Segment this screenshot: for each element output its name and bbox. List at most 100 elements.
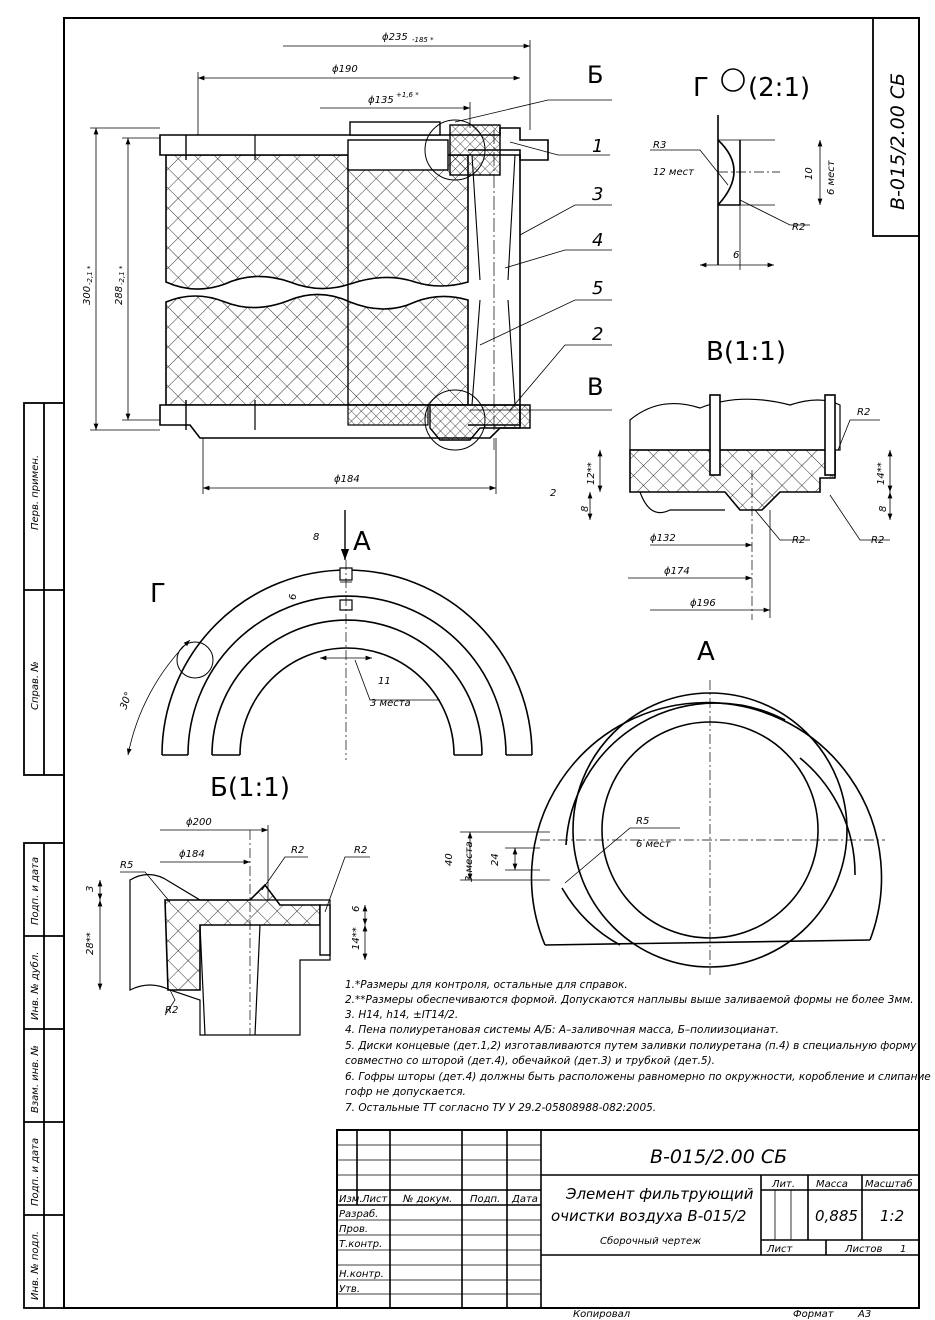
tb-role-tkontr: Т.контр. <box>339 1239 382 1250</box>
view-a-full-d24: 24 <box>490 853 501 866</box>
stamp-inv-dubl: Инв. № дубл. <box>29 952 41 1020</box>
note-line-7: 6. Гофры шторы (дет.4) должны быть распо… <box>345 1071 931 1083</box>
side-stamp-labels: Перв. примен. Справ. № Подп. и дата Инв.… <box>29 455 41 1300</box>
side-stamp-column <box>23 402 65 1309</box>
detail-b-title: Б(1:1) <box>210 773 290 803</box>
detail-g-r3: R3 <box>653 140 666 151</box>
filter-media-upper <box>165 154 469 290</box>
view-a-half: А Г 8 6 11 3 места 30° <box>118 510 533 760</box>
tb-doc-type: Сборочный чертеж <box>600 1235 701 1247</box>
note-line-5: 5. Диски концевые (дет.1,2) изготавливаю… <box>345 1040 917 1052</box>
tb-sheets-value: 1 <box>900 1244 906 1255</box>
detail-b-d6: 6 <box>351 906 362 912</box>
view-a-half-d8: 8 <box>313 532 319 543</box>
tb-role-nkontr: Н.контр. <box>339 1269 384 1280</box>
detail-g-qty12: 12 мест <box>653 167 695 178</box>
callout-5: 5 <box>592 278 603 299</box>
view-a-full-d40: 40 <box>444 853 455 866</box>
detail-g-view: Г (2:1) R3 12 мест 10 6 мест R2 6 <box>650 68 837 270</box>
detail-b-d200: ϕ200 <box>186 817 212 828</box>
detail-v-d8a: 8 <box>580 506 591 512</box>
tb-scale-value: 1:2 <box>880 1207 904 1225</box>
tb-mass-value: 0,885 <box>815 1207 858 1225</box>
copied-label: Копировал <box>573 1309 631 1320</box>
stamp-perv-primen: Перв. примен. <box>30 455 41 530</box>
stamp-vzam-inv: Взам. инв. № <box>30 1045 41 1113</box>
format-value: А3 <box>857 1309 871 1320</box>
view-a-full-qty6: 6 мест <box>636 839 672 850</box>
callout-2: 2 <box>592 324 603 345</box>
detail-b-r5: R5 <box>120 860 133 871</box>
tb-scale-label: Масштаб <box>865 1178 913 1190</box>
title-block-text: В-015/2.00 СБ Элемент фильтрующий очистк… <box>339 1146 913 1295</box>
view-a-half-mark-g: Г <box>150 579 166 609</box>
note-line-3: 3. H14, h14, ±IT14/2. <box>345 1009 458 1021</box>
tb-h-sign: Подп. <box>470 1194 500 1205</box>
detail-g-d6: 6 <box>733 250 739 261</box>
tb-role-razrab: Разраб. <box>339 1208 378 1220</box>
view-a-half-angle: 30° <box>118 691 134 711</box>
detail-g-d10: 10 <box>804 167 815 180</box>
detail-g-qty6: 6 мест <box>826 159 837 195</box>
main-section-view: ϕ235 -185 * ϕ190 ϕ135 +1,6 * ϕ184 300 -2… <box>82 32 612 494</box>
tb-name-line1: Элемент фильтрующий <box>565 1185 754 1203</box>
dim-d190: ϕ190 <box>332 64 358 75</box>
detail-b-r2c: R2 <box>165 1005 178 1016</box>
dim-d135-tol: +1,6 * <box>396 91 419 99</box>
note-line-1: 1.*Размеры для контроля, остальные для с… <box>345 979 628 991</box>
tb-h-list: Лист <box>361 1194 389 1205</box>
filter-media-lower <box>165 293 469 406</box>
detail-g-r2: R2 <box>792 222 805 233</box>
note-line-9: 7. Остальные ТТ согласно ТУ У 29.2-05808… <box>345 1102 656 1114</box>
detail-v-view: В(1:1) R2 R2 R2 12** 14** 2 8 8 ϕ132 ϕ17… <box>550 337 893 620</box>
tb-name-line2: очистки воздуха В-015/2 <box>551 1207 746 1225</box>
stamp-podp-data-2: Подп. и дата <box>30 1138 41 1206</box>
detail-v-d8b: 8 <box>878 506 889 512</box>
tb-sheets-label: Листов <box>844 1244 882 1255</box>
detail-v-d132: ϕ132 <box>650 533 676 544</box>
technical-notes: 1.*Размеры для контроля, остальные для с… <box>345 979 931 1114</box>
detail-b-d14: 14** <box>351 927 362 950</box>
detail-v-d12: 12** <box>586 462 597 485</box>
detail-v-d14: 14** <box>876 462 887 485</box>
detail-v-title: В(1:1) <box>706 337 786 367</box>
detail-b-d184: ϕ184 <box>179 849 205 860</box>
tb-role-prov: Пров. <box>339 1224 368 1235</box>
note-line-4: 4. Пена полиуретановая системы А/Б: А–за… <box>345 1024 779 1036</box>
tb-role-utv: Утв. <box>339 1284 360 1295</box>
detail-b-d28: 28** <box>85 932 96 955</box>
detail-v-r2a: R2 <box>857 407 870 418</box>
detail-v-d196: ϕ196 <box>690 598 716 609</box>
callout-4: 4 <box>592 230 603 251</box>
detail-b-r2b: R2 <box>354 845 367 856</box>
tb-code: В-015/2.00 СБ <box>650 1146 787 1168</box>
stamp-inv-podl: Инв. № подл. <box>30 1231 41 1300</box>
tb-h-date: Дата <box>511 1194 538 1205</box>
dim-d184: ϕ184 <box>334 474 360 485</box>
dim-h300: 300 <box>82 286 93 305</box>
view-a-full: А R5 6 мест 40 3 места 24 <box>444 637 885 975</box>
view-a-half-mark: А <box>353 527 371 557</box>
detail-b-r2a: R2 <box>291 845 304 856</box>
tb-h-izm: Изм. <box>339 1194 363 1205</box>
note-line-6: совместно со шторой (дет.4), обечайкой (… <box>345 1055 715 1067</box>
dim-h288-tol: -2,1 * <box>118 265 126 285</box>
detail-b-d3: 3 <box>85 886 96 892</box>
dim-d135: ϕ135 <box>368 95 394 106</box>
detail-v-r2b: R2 <box>792 535 805 546</box>
detail-g-title: Г <box>693 73 709 103</box>
tb-sheet-label: Лист <box>766 1244 794 1255</box>
callout-3: 3 <box>592 184 603 205</box>
section-mark-v: В <box>587 373 603 401</box>
format-label: Формат <box>793 1309 835 1320</box>
tb-mass-label: Масса <box>816 1179 848 1190</box>
detail-v-d174: ϕ174 <box>664 566 690 577</box>
stamp-podp-data-1: Подп. и дата <box>30 857 41 925</box>
dim-h288: 288 <box>114 286 125 305</box>
view-a-half-qty3: 3 места <box>370 698 411 709</box>
detail-g-scale: (2:1) <box>748 73 810 103</box>
view-a-full-qty3: 3 места <box>464 841 475 882</box>
dim-h300-tol: -2,1 * <box>86 265 94 285</box>
dim-d235-tol: -185 * <box>412 36 434 44</box>
